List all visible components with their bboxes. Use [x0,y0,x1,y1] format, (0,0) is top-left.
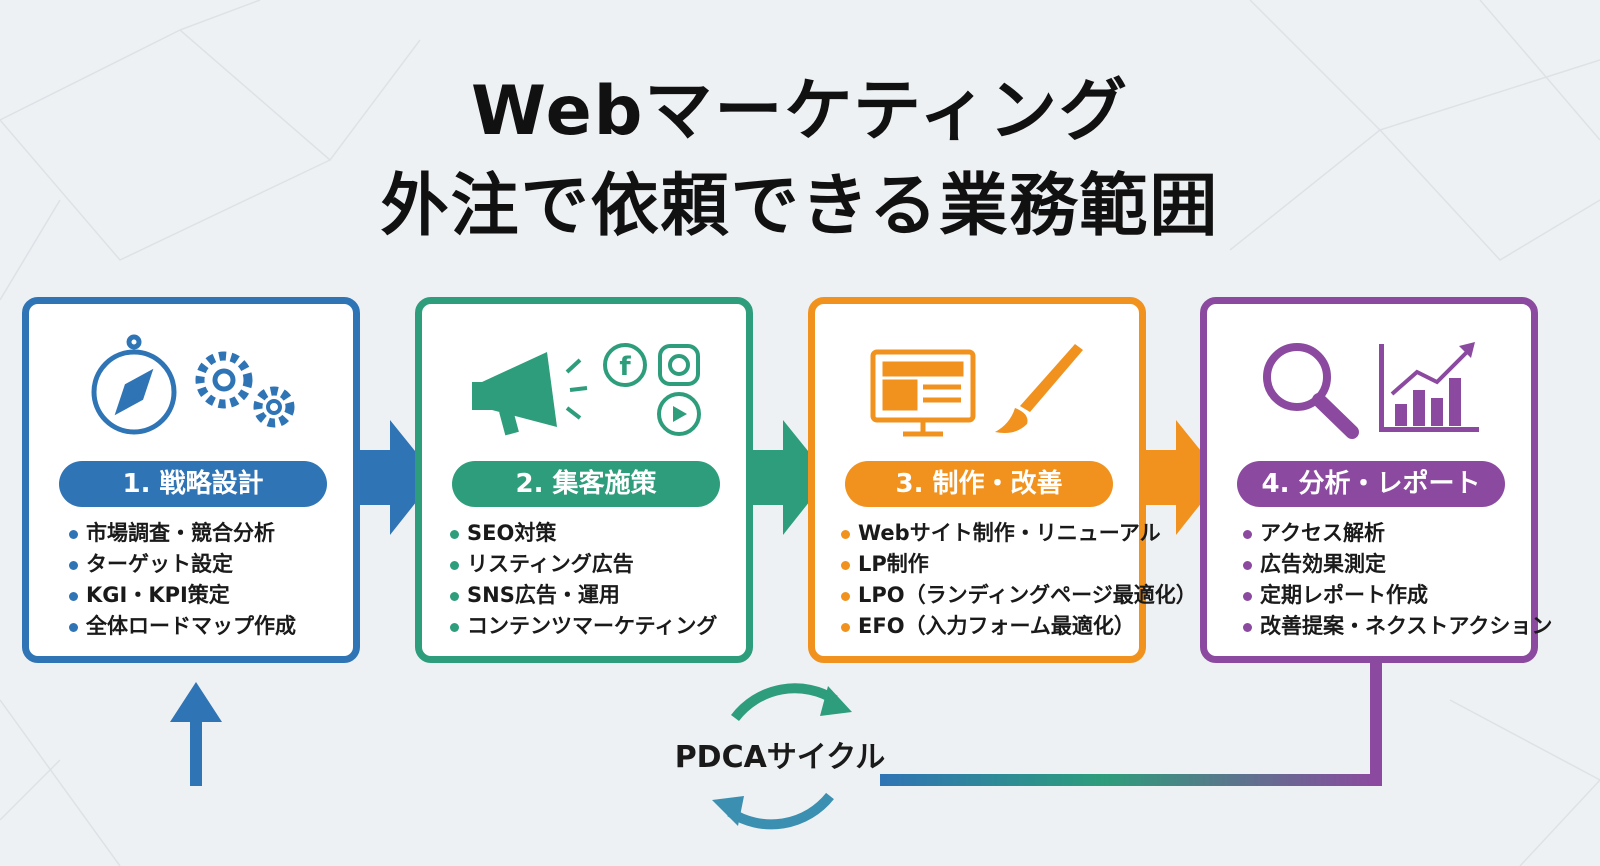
step-title: 4. 分析・レポート [1237,461,1505,507]
list-item: 定期レポート作成 [1243,580,1552,611]
list-item: KGI・KPI策定 [69,580,296,611]
list-item: リスティング広告 [450,549,717,580]
list-item: 改善提案・ネクストアクション [1243,611,1552,642]
title-line-1: Webマーケティング [471,72,1129,151]
loop-line-right [880,663,1382,786]
paintbrush-icon [995,344,1083,433]
monitor-icon [870,349,976,437]
facebook-icon: f [603,343,647,387]
list-item: ターゲット設定 [69,549,296,580]
step-card-strategy: 1. 戦略設計 市場調査・競合分析 ターゲット設定 KGI・KPI策定 全体ロー… [22,297,360,663]
cycle-arrows-icon [712,683,852,830]
list-item: 広告効果測定 [1243,549,1552,580]
megaphone-icon [472,352,557,436]
up-arrow-icon [170,682,222,722]
step-title: 3. 制作・改善 [845,461,1113,507]
step-card-analysis: 4. 分析・レポート アクセス解析 広告効果測定 定期レポート作成 改善提案・ネ… [1200,297,1552,663]
step-title: 1. 戦略設計 [59,461,327,507]
youtube-icon [657,392,701,436]
arrow-right-icon [1144,420,1222,535]
list-item: SNS広告・運用 [450,580,717,611]
title-line-2: 外注で依頼できる業務範囲 [380,167,1220,246]
list-item: LPO（ランディングページ最適化） [841,580,1197,611]
list-item: LP制作 [841,549,1197,580]
instagram-icon [658,344,700,386]
list-item: Webサイト制作・リニューアル [841,518,1197,549]
step-card-production: 3. 制作・改善 Webサイト制作・リニューアル LP制作 LPO（ランディング… [808,297,1197,663]
list-item: アクセス解析 [1243,518,1552,549]
step-items: Webサイト制作・リニューアル LP制作 LPO（ランディングページ最適化） E… [841,518,1197,642]
list-item: 全体ロードマップ作成 [69,611,296,642]
gears-icon [195,351,295,428]
list-item: 市場調査・競合分析 [69,518,296,549]
step-items: 市場調査・競合分析 ターゲット設定 KGI・KPI策定 全体ロードマップ作成 [69,518,296,642]
arrow-right-icon [358,420,436,535]
list-item: コンテンツマーケティング [450,611,717,642]
list-item: EFO（入力フォーム最適化） [841,611,1197,642]
svg-text:f: f [619,352,631,382]
step-items: SEO対策 リスティング広告 SNS広告・運用 コンテンツマーケティング [450,518,717,642]
step-items: アクセス解析 広告効果測定 定期レポート作成 改善提案・ネクストアクション [1243,518,1552,642]
bar-chart-icon [1379,342,1479,432]
step-title: 2. 集客施策 [452,461,720,507]
pdca-label: PDCAサイクル [674,740,886,775]
list-item: SEO対策 [450,518,717,549]
magnifier-icon [1263,343,1359,439]
step-card-acquisition: f 2. 集客施策 SEO対策 リスティング広告 SNS広告・運用 コンテンツマ… [415,297,753,663]
compass-icon [91,334,177,435]
arrow-right-icon [751,420,829,535]
